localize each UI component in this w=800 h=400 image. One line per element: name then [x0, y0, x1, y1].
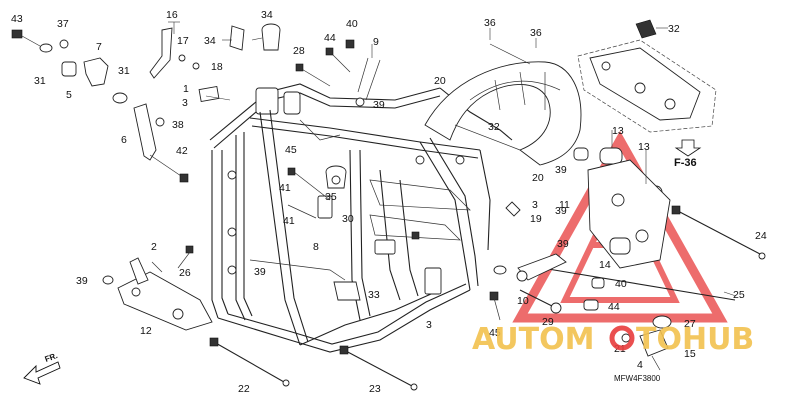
- callout-label: 36: [530, 27, 542, 39]
- callout-label: 31: [34, 75, 46, 87]
- callout-label: 39: [555, 164, 567, 176]
- rear-fender: [424, 61, 582, 166]
- callout-label: 32: [668, 23, 680, 35]
- callout-label: 13: [612, 125, 624, 137]
- callout-label: 11: [559, 199, 570, 211]
- callout-label: 43: [11, 13, 23, 25]
- callout-label: 1: [183, 83, 189, 95]
- callout-label: 3: [532, 199, 538, 211]
- callout-label: 42: [176, 145, 188, 157]
- callout-label: 45: [285, 144, 297, 156]
- callout-label: 3: [426, 319, 432, 331]
- callout-label: 26: [179, 267, 191, 279]
- callout-labels: 43 37 7 31 5 31 16 17 18 34 34 40 44 9 2…: [11, 9, 767, 395]
- callout-label: 17: [177, 35, 189, 47]
- rear-mount-parts: [489, 147, 672, 371]
- callout-label: 20: [532, 172, 544, 184]
- callout-label: 18: [211, 61, 223, 73]
- center-small-parts: [287, 165, 521, 301]
- callout-label: 32: [488, 121, 500, 133]
- callout-label: 28: [293, 45, 305, 57]
- front-direction-label: FR.: [44, 351, 59, 364]
- callout-label: 19: [530, 213, 542, 225]
- callout-label: 38: [172, 119, 184, 131]
- brake-bracket-assembly: [577, 19, 717, 157]
- callout-label: 40: [346, 18, 358, 30]
- callout-label: 23: [369, 383, 381, 395]
- callout-label: 39: [254, 266, 266, 278]
- leader-lines: [168, 21, 737, 297]
- callout-label: 34: [204, 35, 216, 47]
- callout-label: 22: [238, 383, 250, 395]
- callout-label: 36: [484, 17, 496, 29]
- callout-label: 44: [324, 32, 336, 44]
- callout-label: 10: [517, 295, 529, 307]
- callout-label: 29: [542, 316, 554, 328]
- callout-label: 25: [733, 289, 745, 301]
- callout-label: 4: [637, 359, 643, 371]
- callout-label: 15: [684, 348, 696, 360]
- long-bolts: [209, 205, 766, 391]
- callout-label: 39: [555, 205, 567, 217]
- callout-label: 6: [121, 134, 127, 146]
- engine-mount-bracket: [102, 245, 213, 331]
- callout-label: 5: [66, 89, 72, 101]
- callout-label: 39: [76, 275, 88, 287]
- callout-label: 41: [279, 182, 291, 194]
- callout-label: 39: [557, 238, 569, 250]
- callout-label: 16: [166, 9, 178, 21]
- callout-label: 8: [313, 241, 319, 253]
- callout-label: 33: [368, 289, 380, 301]
- callout-label: 7: [96, 41, 102, 53]
- callout-label: 14: [599, 259, 611, 271]
- callout-label: 39: [373, 99, 385, 111]
- callout-label: 24: [755, 230, 767, 242]
- left-small-parts: [11, 23, 381, 183]
- callout-label: 45: [489, 327, 501, 339]
- watermark-text: AUTOM TOHUB: [472, 322, 754, 357]
- callout-label: 13: [638, 141, 650, 153]
- main-frame: [209, 83, 513, 353]
- callout-label: 34: [261, 9, 273, 21]
- callout-label: 3: [182, 97, 188, 109]
- reference-label: F-36: [674, 157, 697, 169]
- callout-label: 2: [151, 241, 157, 253]
- callout-label: 9: [373, 36, 379, 48]
- callout-label: 40: [615, 278, 627, 290]
- callout-label: 12: [140, 325, 152, 337]
- watermark-text-part2: TOHUB: [636, 322, 754, 357]
- diagram-code: MFW4F3800: [614, 374, 661, 383]
- callout-label: 30: [342, 213, 354, 225]
- callout-label: 37: [57, 18, 69, 30]
- front-direction-arrow: FR.: [23, 351, 61, 385]
- callout-label: 27: [684, 318, 696, 330]
- callout-label: 41: [283, 215, 295, 227]
- callout-label: 44: [608, 301, 620, 313]
- watermark-o-circle: [609, 325, 635, 351]
- callout-label: 31: [118, 65, 130, 77]
- watermark-text-part1: AUTOM: [472, 322, 594, 357]
- callout-label: 35: [325, 191, 337, 203]
- callout-label: 20: [434, 75, 446, 87]
